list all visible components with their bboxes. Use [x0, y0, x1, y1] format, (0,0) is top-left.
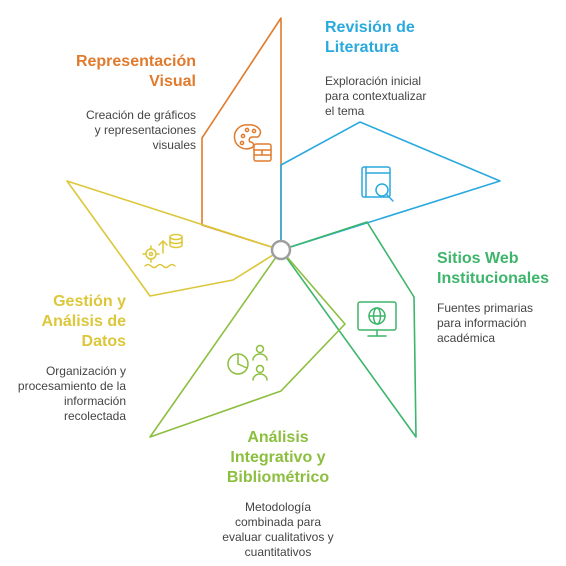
label-gestion: Gestión y Análisis de Datos Organización… — [2, 292, 126, 424]
representacion-description: Creación de gráficos y representaciones … — [85, 108, 196, 152]
label-integrativo: Análisis Integrativo y Bibliométrico Met… — [198, 428, 358, 560]
center-hub — [270, 239, 292, 261]
database-process-icon — [142, 233, 183, 269]
blade-integrativo-shape — [149, 249, 346, 438]
blade-representacion — [201, 17, 282, 251]
pie-chart-people-icon — [227, 344, 268, 381]
revision-title: Revisión de Literatura — [325, 19, 415, 56]
blade-representacion-shape — [201, 17, 282, 251]
palette-and-frame-icon — [233, 124, 272, 162]
label-representacion: Representación Visual Creación de gráfic… — [6, 52, 196, 153]
blade-gestion — [66, 180, 282, 297]
revision-description: Exploración inicial para contextualizar … — [325, 74, 427, 118]
label-revision: Revisión de Literatura Exploración inici… — [325, 18, 525, 119]
integrativo-description: Metodología combinada para evaluar cuali… — [222, 500, 334, 559]
blade-revision-shape — [280, 121, 501, 251]
label-sitios: Sitios Web Institucionales Fuentes prima… — [437, 249, 562, 346]
blade-sitios-shape — [280, 221, 417, 438]
globe-monitor-icon — [357, 301, 397, 337]
sitios-description: Fuentes primarias para información acadé… — [437, 301, 534, 345]
blade-gestion-shape — [66, 180, 282, 297]
gestion-title: Gestión y Análisis de Datos — [41, 293, 126, 350]
integrativo-title: Análisis Integrativo y Bibliométrico — [226, 429, 330, 486]
representacion-title: Representación Visual — [75, 53, 196, 90]
sitios-title: Sitios Web Institucionales — [437, 250, 550, 287]
blade-sitios — [280, 221, 417, 438]
book-search-icon — [361, 166, 394, 202]
blade-revision — [280, 121, 501, 251]
gestion-description: Organización y procesamiento de la infor… — [17, 364, 126, 423]
blade-integrativo — [149, 249, 346, 438]
